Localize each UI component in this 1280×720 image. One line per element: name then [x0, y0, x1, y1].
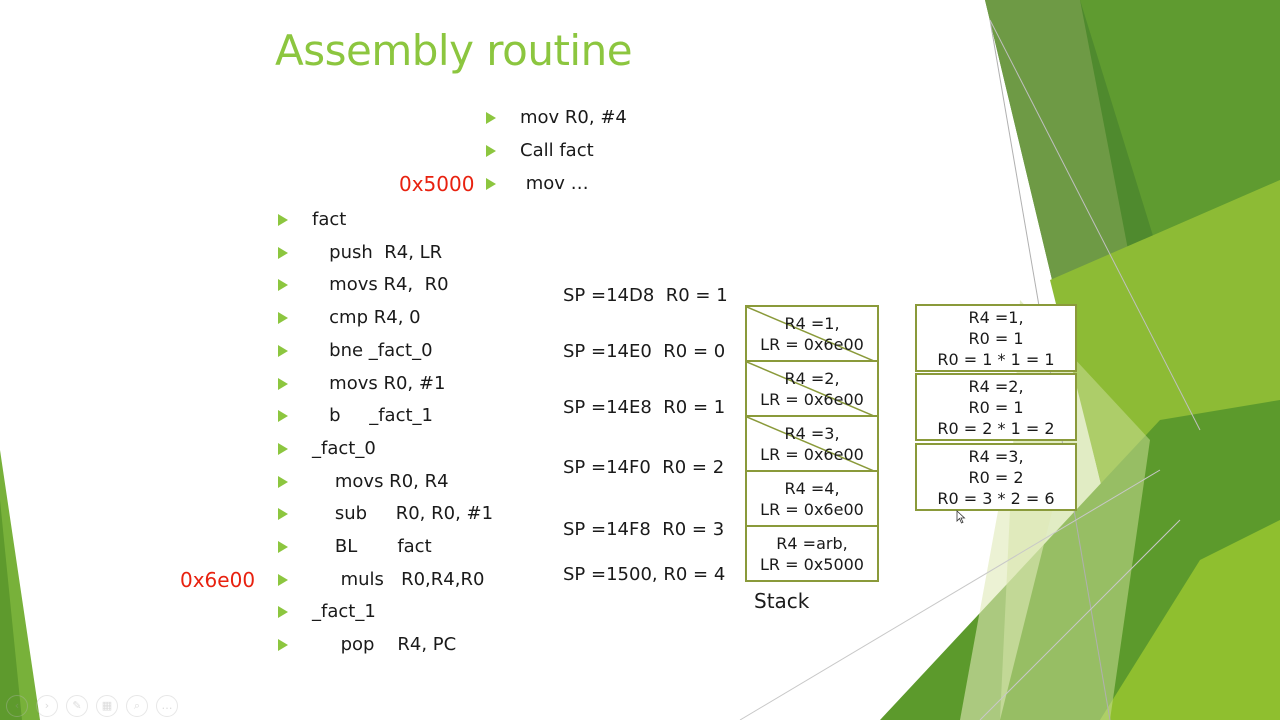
slides-icon[interactable]: ▦ — [96, 695, 118, 717]
stack-frame-line1: R4 =3, — [784, 423, 840, 443]
stack-frame: R4 =arb,LR = 0x5000 — [745, 525, 879, 582]
stack-frame-line1: R4 =4, — [784, 478, 840, 498]
routine-line: _fact_1 — [312, 601, 376, 623]
stack-frame-line1: R4 =1, — [784, 313, 840, 333]
strike-line — [747, 307, 874, 360]
address-label: 0x6e00 — [180, 567, 256, 592]
bullet-icon — [278, 246, 288, 259]
result-line2: R0 = 2 — [968, 467, 1024, 487]
stack-frame-line2: LR = 0x6e00 — [760, 334, 864, 354]
sp-label: SP =14E0 R0 = 0 — [563, 341, 726, 362]
bullet-icon — [278, 508, 288, 521]
bullet-icon — [278, 344, 288, 357]
routine-line: movs R0, R4 — [312, 470, 449, 492]
strike-line — [747, 417, 874, 470]
sp-label: SP =1500, R0 = 4 — [563, 564, 726, 585]
routine-line: pop R4, PC — [312, 634, 457, 656]
bullet-icon — [278, 410, 288, 423]
next-icon[interactable]: › — [36, 695, 58, 717]
routine-line: push R4, LR — [312, 241, 443, 263]
slide-title: Assembly routine — [275, 26, 633, 75]
stack-frame-line2: LR = 0x6e00 — [760, 499, 864, 519]
sp-label: SP =14F8 R0 = 3 — [563, 519, 725, 540]
bullet-icon — [278, 312, 288, 325]
bullet-icon — [278, 279, 288, 292]
stack-frame: R4 =4,LR = 0x6e00 — [745, 470, 879, 527]
caller-line: Call fact — [520, 140, 594, 161]
stack-frame-line1: R4 =arb, — [776, 533, 848, 553]
stack-frame-line2: LR = 0x5000 — [760, 554, 864, 574]
routine-line: BL fact — [312, 536, 432, 557]
bullet-icon — [278, 606, 288, 619]
strike-line — [747, 362, 874, 415]
routine-line: movs R0, #1 — [312, 372, 446, 394]
result-line3: R0 = 1 * 1 = 1 — [937, 349, 1055, 369]
pen-icon[interactable]: ✎ — [66, 695, 88, 717]
routine-line: fact — [312, 209, 347, 230]
bullet-icon — [278, 475, 288, 488]
result-line1: R4 =2, — [968, 376, 1024, 396]
routine-line: muls R0,R4,R0 — [312, 568, 485, 590]
bullet-icon — [278, 541, 288, 553]
routine-line: cmp R4, 0 — [312, 307, 421, 329]
caller-line: mov R0, #4 — [520, 107, 627, 128]
routine-line: movs R4, R0 — [312, 274, 449, 296]
routine-line: bne _fact_0 — [312, 339, 433, 361]
sp-label: SP =14D8 R0 = 1 — [563, 285, 728, 306]
more-icon[interactable]: … — [156, 695, 178, 717]
stack-frame-line1: R4 =2, — [784, 368, 840, 388]
bullet-icon — [486, 112, 496, 124]
bullet-icon — [278, 377, 288, 390]
result-line2: R0 = 1 — [968, 397, 1024, 417]
sp-label: SP =14E8 R0 = 1 — [563, 397, 726, 418]
stack-label: Stack — [754, 589, 810, 613]
bullet-icon — [486, 178, 496, 190]
routine-line: _fact_0 — [312, 437, 376, 459]
stack-frame-line2: LR = 0x6e00 — [760, 444, 864, 464]
stack-frame: R4 =1,LR = 0x6e00 — [745, 305, 879, 362]
caller-line: mov … — [520, 173, 589, 194]
result-line3: R0 = 2 * 1 = 2 — [937, 418, 1055, 438]
stack-frame-line2: LR = 0x6e00 — [760, 389, 864, 409]
result-line3: R0 = 3 * 2 = 6 — [937, 488, 1055, 508]
bullet-icon — [278, 573, 288, 586]
presentation-toolbar: ‹ › ✎ ▦ ⌕ … — [6, 695, 178, 717]
sp-label: SP =14F0 R0 = 2 — [563, 457, 725, 478]
bullet-icon — [486, 145, 496, 157]
stack-frame: R4 =3,LR = 0x6e00 — [745, 415, 879, 472]
routine-line: sub R0, R0, #1 — [312, 503, 494, 525]
bullet-icon — [278, 639, 288, 652]
routine-line: b _fact_1 — [312, 405, 433, 427]
mouse-cursor-icon — [956, 510, 966, 524]
bullet-icon — [278, 214, 288, 226]
address-label: 0x5000 — [399, 172, 475, 196]
prev-icon[interactable]: ‹ — [6, 695, 28, 717]
result-line1: R4 =1, — [968, 307, 1024, 327]
result-line2: R0 = 1 — [968, 328, 1024, 348]
stack-frame: R4 =2,LR = 0x6e00 — [745, 360, 879, 417]
bullet-icon — [278, 442, 288, 455]
zoom-icon[interactable]: ⌕ — [126, 695, 148, 717]
result-line1: R4 =3, — [968, 446, 1024, 466]
